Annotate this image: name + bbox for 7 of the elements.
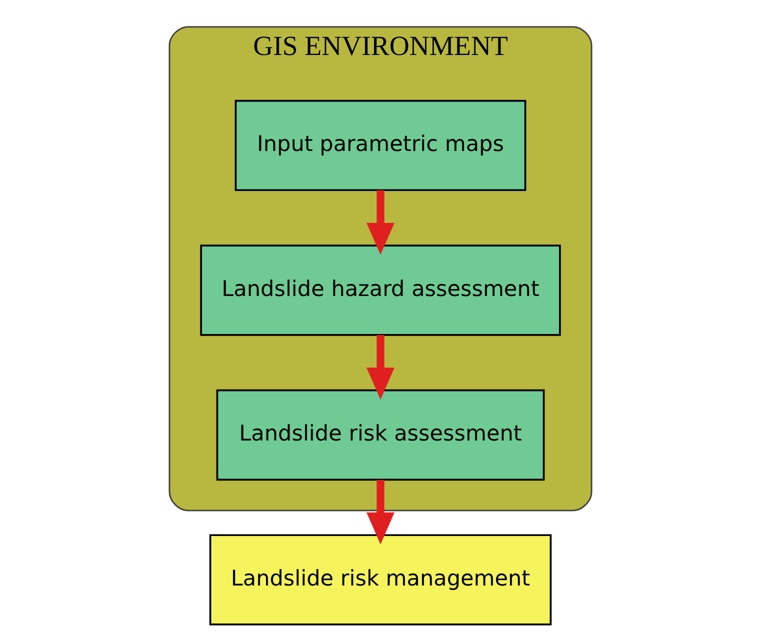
node-box: Landslide hazard assessment [200,244,561,336]
arrow [366,190,394,255]
arrow [366,480,394,544]
arrow [366,335,394,400]
node-box: Input parametric maps [234,100,526,192]
node-box: Landslide risk assessment [216,389,545,481]
node-box: Landslide risk management [209,534,552,626]
